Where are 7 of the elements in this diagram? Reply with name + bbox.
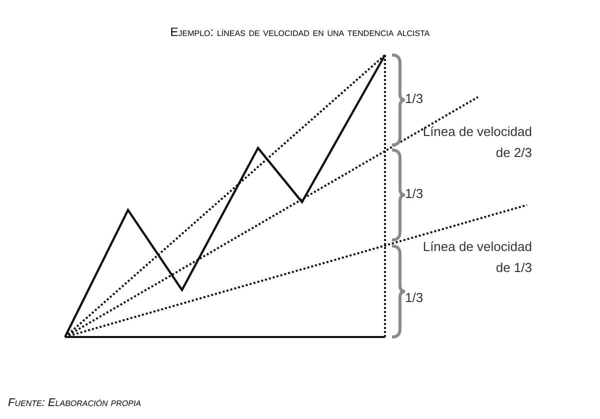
segment-label: 1/3 [405,91,424,106]
line-label: Línea de velocidad de 1/3 [422,239,532,275]
diagram-title: Ejemplo: líneas de velocidad en una tendencia alcista [170,25,430,39]
source-caption: Fuente: Elaboración propia [8,397,142,409]
line-label: Línea de velocidad de 2/3 [422,124,532,160]
segment-label: 1/3 [405,186,424,201]
segment-label: 1/3 [405,290,424,305]
